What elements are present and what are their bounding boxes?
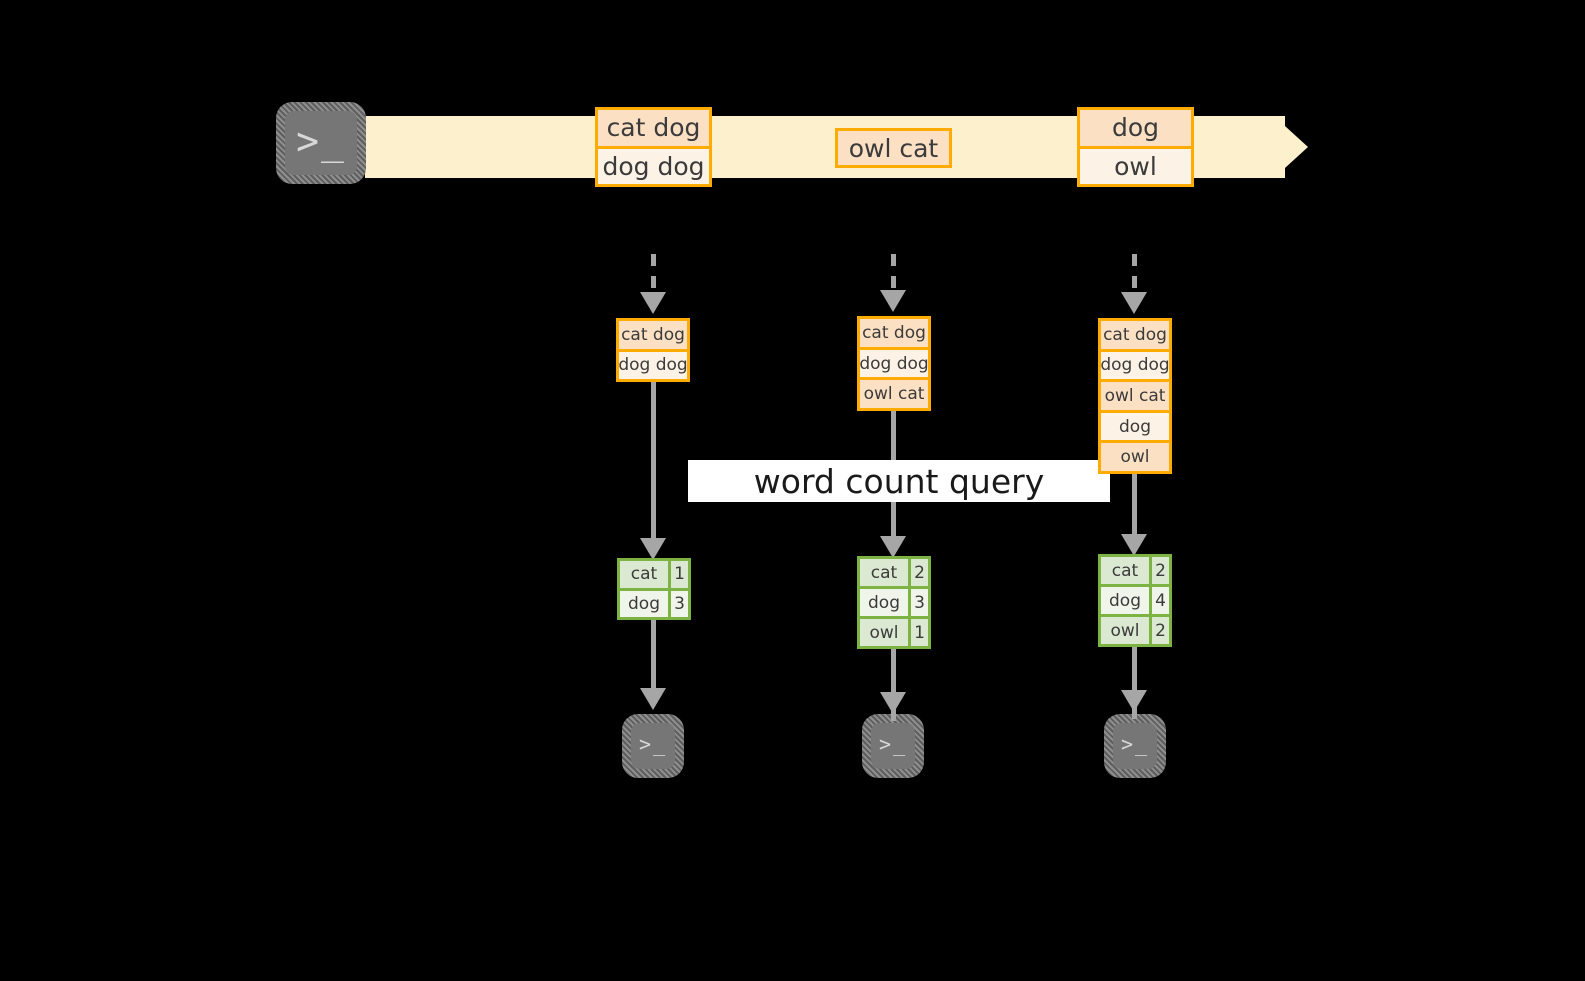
table-row: owl 2 [1101,614,1169,644]
table-row: owl 1 [860,616,928,646]
table-cell-word: cat [1111,560,1139,581]
stream-record-3: dog owl [1077,107,1194,187]
buffer-line: dog [1101,409,1169,441]
snapshot-2-sink-arrowhead [880,692,906,714]
snapshot-1-sink-line [651,620,656,692]
table-row: cat 2 [1101,557,1169,584]
snapshot-3-sink-arrowhead [1121,690,1147,712]
buffer-line: owl [1101,440,1169,471]
terminal-prompt-glyph: >_ [878,732,908,756]
buffer-line: cat dog [619,321,687,349]
buffer-line: owl cat [860,377,928,408]
table-cell-count: 3 [668,590,688,617]
snapshot-2-tap-arrowhead [880,290,906,312]
table-cell-count: 2 [1149,617,1169,644]
table-cell-count: 2 [908,559,928,586]
buffer-line: cat dog [1101,321,1169,349]
snapshot-1-sink-terminal-icon[interactable]: >_ [622,714,684,778]
table-cell-word: owl [1110,620,1140,641]
snapshot-1-tap-arrowhead [640,292,666,314]
query-label: word count query [753,461,1045,501]
buffer-line: dog dog [1101,348,1169,380]
snapshot-3-result-table: cat 2 dog 4 owl 2 [1098,554,1172,647]
buffer-line: dog dog [860,346,928,378]
snapshot-1-sink-arrowhead [640,688,666,710]
table-cell-count: 1 [668,561,688,588]
snapshot-2-sink-terminal-icon[interactable]: >_ [862,714,924,778]
snapshot-3-query-arrowhead [1121,534,1147,556]
snapshot-2-query-arrowhead [880,536,906,558]
terminal-screen: >_ [1113,723,1157,769]
table-cell-word: cat [870,562,898,583]
stream-record-1: cat dog dog dog [595,107,712,187]
snapshot-2-result-table: cat 2 dog 3 owl 1 [857,556,931,649]
buffer-line: dog dog [619,348,687,379]
snapshot-3-tap-arrowhead [1121,292,1147,314]
table-cell-word: cat [630,564,658,585]
snapshot-1-result-table: cat 1 dog 3 [617,558,691,620]
table-cell-word: dog [1109,590,1141,611]
table-row: dog 4 [1101,584,1169,614]
terminal-screen: >_ [285,111,357,175]
table-cell-count: 2 [1149,557,1169,584]
snapshot-3-query-line [1132,474,1137,544]
buffer-line: cat dog [860,319,928,347]
terminal-screen: >_ [631,723,675,769]
table-cell-word: owl [869,622,899,643]
table-cell-word: dog [868,592,900,613]
table-cell-count: 3 [908,589,928,616]
table-row: cat 2 [860,559,928,586]
snapshot-1-tap-line [651,254,656,294]
record-line: owl [1080,145,1191,184]
record-line: cat dog [598,110,709,146]
table-cell-count: 4 [1149,587,1169,614]
source-terminal-icon[interactable]: >_ [276,102,366,184]
table-cell-word: dog [628,593,660,614]
terminal-prompt-glyph: >_ [296,119,346,163]
terminal-prompt-glyph: >_ [1120,732,1150,756]
snapshot-1-buffer: cat dog dog dog [616,318,690,382]
stream-record-2: owl cat [835,128,952,168]
terminal-prompt-glyph: >_ [638,732,668,756]
snapshot-3-tap-line [1132,254,1137,294]
table-row: cat 1 [620,561,688,588]
stream-arrowhead [1274,116,1308,178]
snapshot-1-query-arrowhead [640,538,666,560]
snapshot-3-sink-terminal-icon[interactable]: >_ [1104,714,1166,778]
record-line: dog dog [598,145,709,184]
table-cell-count: 1 [908,619,928,646]
table-row: dog 3 [620,587,688,617]
buffer-line: owl cat [1101,379,1169,410]
snapshot-1-query-line [651,382,656,546]
snapshot-2-buffer: cat dog dog dog owl cat [857,316,931,411]
terminal-screen: >_ [871,723,915,769]
record-line: dog [1080,110,1191,146]
query-label-band: word count query [688,460,1110,502]
snapshot-3-buffer: cat dog dog dog owl cat dog owl [1098,318,1172,474]
snapshot-2-tap-line [891,254,896,294]
table-row: dog 3 [860,586,928,616]
snapshot-2-sink-line [891,649,896,721]
record-line: owl cat [838,131,949,165]
snapshot-3-sink-line [1132,647,1137,719]
